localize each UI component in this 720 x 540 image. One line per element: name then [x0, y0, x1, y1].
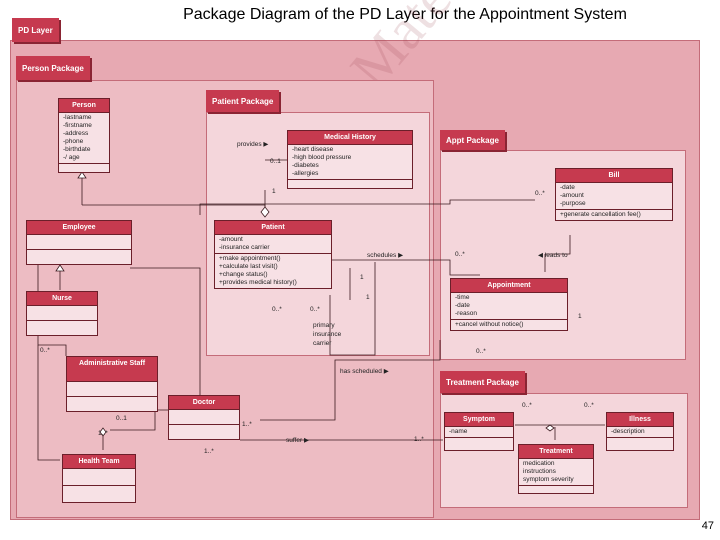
class-illness: Illness -description [606, 412, 674, 451]
class-name: Patient [215, 221, 331, 234]
label-suffer-mult: 1..* [414, 436, 424, 443]
class-name: Bill [556, 169, 672, 182]
class-name: Treatment [519, 445, 593, 458]
class-name: Doctor [169, 396, 239, 409]
person-package-tab: Person Package [16, 56, 90, 80]
person-to-patient-line [82, 204, 266, 215]
employee-to-doctor-line [130, 267, 201, 395]
schedules-line [330, 259, 480, 276]
attributes: -name [445, 426, 513, 437]
label-role-insurance: insurance [313, 331, 342, 338]
class-name: Symptom [445, 413, 513, 426]
class-name: Person [59, 99, 109, 112]
class-bill: Bill -date -amount -purpose +generate ca… [555, 168, 673, 221]
label-role-carrier: carrier [313, 340, 332, 347]
class-appointment: Appointment -time -date -reason +cancel … [450, 278, 568, 331]
class-symptom: Symptom -name [444, 412, 514, 451]
label-appt-one: 1 [578, 313, 582, 320]
health-team-aggregation-diamond [99, 427, 107, 437]
attributes: -heart disease -high blood pressure -dia… [288, 144, 412, 179]
bill-appt-line [545, 235, 571, 255]
label-patient-mult-top: 1 [272, 188, 276, 195]
label-ht-mult-b: 1..* [204, 448, 214, 455]
class-medical-history: Medical History -heart disease -high blo… [287, 130, 413, 189]
class-name: Nurse [27, 292, 97, 305]
operations: +generate cancellation fee() [556, 209, 672, 220]
label-admin-mult: 0..* [40, 347, 50, 354]
label-ill-mult: 0..* [584, 402, 594, 409]
label-pat-mult-b: 0..* [310, 306, 320, 313]
class-name: Appointment [451, 279, 567, 292]
attributes: -date -amount -purpose [556, 182, 672, 209]
attributes: medication instructions symptom severity [519, 458, 593, 485]
employee-generalization-arrow [55, 264, 65, 272]
treatment-package-tab: Treatment Package [440, 371, 525, 393]
label-doc-mult-b: 1..* [242, 421, 252, 428]
label-appt-mult-sched: 0..* [455, 251, 465, 258]
doctor-to-admin-line [110, 409, 168, 431]
class-treatment: Treatment medication instructions sympto… [518, 444, 594, 494]
primary-insurance-line [329, 262, 376, 356]
label-suffer: suffer ▶ [286, 437, 309, 444]
class-name: Administrative Staff [67, 357, 157, 381]
class-employee: Employee [26, 220, 132, 265]
patient-package-tab: Patient Package [206, 90, 280, 112]
operations: +cancel without notice() [451, 319, 567, 330]
label-sched-one-b: 1 [366, 294, 370, 301]
class-name: Illness [607, 413, 673, 426]
label-role-primary: primary [313, 322, 335, 329]
employee-branch-line [37, 345, 60, 461]
attributes: -amount -insurance carrier [215, 234, 331, 253]
label-ht-mult: 1..* [98, 430, 108, 437]
class-doctor: Doctor [168, 395, 240, 440]
class-patient: Patient -amount -insurance carrier +make… [214, 220, 332, 289]
pd-layer-tab: PD Layer [12, 18, 59, 42]
label-provides: provides ▶ [237, 141, 269, 148]
operations [59, 163, 109, 172]
label-has-scheduled: has scheduled ▶ [340, 368, 389, 375]
label-appt-mult-bottom: 0..* [476, 348, 486, 355]
class-name: Health Team [63, 455, 135, 468]
label-doc-mult: 0..1 [116, 415, 127, 422]
label-sym-mult: 0..* [522, 402, 532, 409]
label-sched-one: 1 [360, 274, 364, 281]
bill-patient-line [199, 199, 535, 215]
attributes: -time -date -reason [451, 292, 567, 319]
class-name: Employee [27, 221, 131, 234]
attributes: -description [607, 426, 673, 437]
label-mh-mult: 0..1 [270, 158, 281, 165]
appt-package-tab: Appt Package [440, 130, 505, 150]
person-generalization-arrow [77, 171, 87, 179]
class-name: Medical History [288, 131, 412, 144]
patient-aggregation-diamond [260, 206, 270, 218]
label-bill-mult: 0..* [535, 190, 545, 197]
class-nurse: Nurse [26, 291, 98, 336]
slide-title: Package Diagram of the PD Layer for the … [183, 6, 627, 23]
attributes: -lastname -firstname -address -phone -bi… [59, 112, 109, 163]
label-leads-to: ◀ leads to [538, 252, 568, 259]
class-administrative-staff: Administrative Staff [66, 356, 158, 412]
class-person: Person -lastname -firstname -address -ph… [58, 98, 110, 173]
label-schedules: schedules ▶ [367, 252, 404, 259]
class-health-team: Health Team [62, 454, 136, 503]
treatment-aggregation-diamond [545, 424, 555, 432]
page-number: 47 [701, 520, 714, 532]
has-scheduled-line [260, 340, 441, 421]
operations: +make appointment() +calculate last visi… [215, 253, 331, 288]
label-pat-mult-a: 0..* [272, 306, 282, 313]
